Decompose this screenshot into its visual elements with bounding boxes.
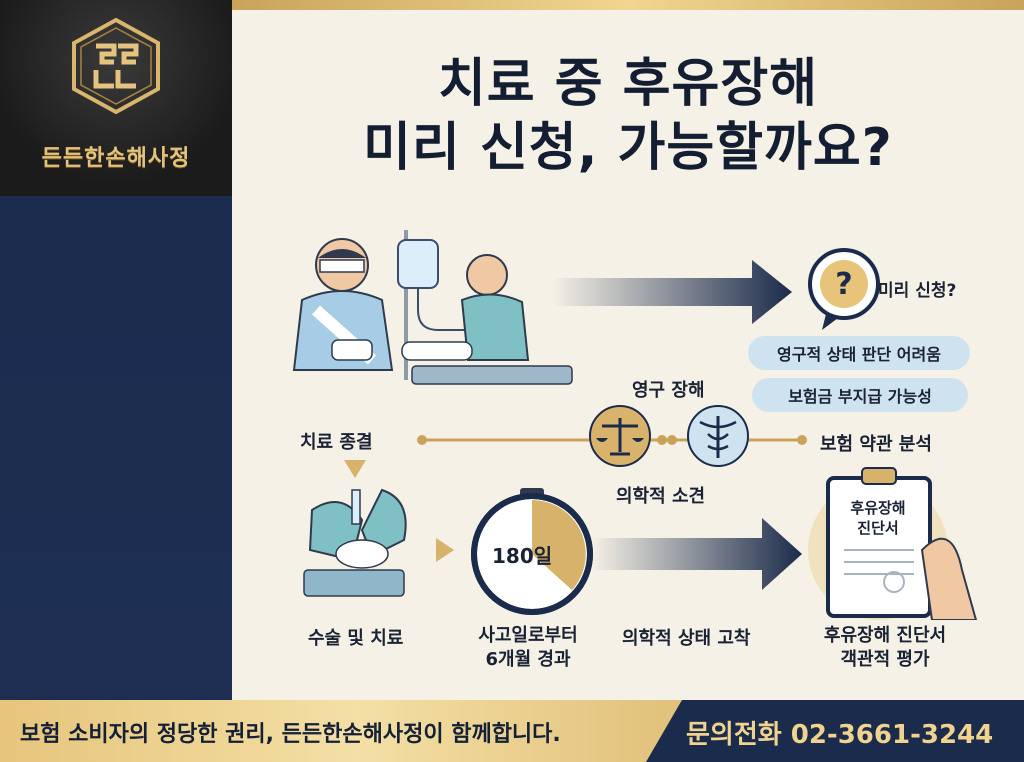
timeline-left-label: 치료 종결 [300,432,373,453]
surgery-illustration [303,488,407,597]
footer-phone-panel [646,700,1024,762]
stopwatch-icon [471,488,593,615]
top-gold-strip [232,0,1024,10]
step-1-label: 수술 및 치료 [308,628,404,649]
top-progress-arrow [552,260,792,324]
brand-logo-icon [72,17,160,115]
question-bubble-icon: ? [808,248,880,330]
footer-phone[interactable]: 문의전화 02-3661-3244 [686,720,994,750]
down-arrow-icon [344,460,366,478]
title-line-1: 치료 중 후유장해 [437,54,819,114]
step-arrow-1-icon [436,538,454,562]
question-label: 미리 신청? [878,281,957,301]
timeline-middle-top-label: 영구 장해 [632,380,705,401]
patient-therapy-illustration [292,230,573,385]
title-line-2: 미리 신청, 가능할까요? [363,118,893,178]
caduceus-medical-icon [687,405,749,467]
logo-block: 든든한손해사정 [0,0,232,196]
step-2-label-line-2: 6개월 경과 [485,649,571,670]
pill-nonpayment-risk: 보험금 부지급 가능성 [752,378,968,412]
diagnosis-clipboard-icon [808,467,978,620]
step-3-label: 의학적 상태 고착 [622,628,751,649]
svg-text:?: ? [835,267,852,302]
clipboard-doc-line-2: 진단서 [857,519,899,537]
timeline-right-label: 보험 약관 분석 [820,434,932,455]
clipboard-doc-title: 후유장해 진단서 [834,498,922,538]
page-title: 치료 중 후유장해 미리 신청, 가능할까요? [232,52,1024,180]
footer-slogan: 보험 소비자의 정당한 권리, 든든한손해사정이 함께합니다. [20,722,561,747]
brand-name: 든든한손해사정 [41,146,191,171]
step-4-label-line-2: 객관적 평가 [840,649,930,670]
step-4-label-line-1: 후유장해 진단서 [823,625,947,646]
scale-of-justice-icon [589,405,651,467]
step-2-label: 사고일로부터 6개월 경과 [458,624,598,672]
infographic-illustration: ? [292,230,978,620]
bottom-progress-arrow [592,518,802,590]
clipboard-doc-line-1: 후유장해 [850,499,906,517]
timeline-middle-bottom-label: 의학적 소견 [616,486,706,507]
step-2-label-line-1: 사고일로부터 [478,625,578,646]
step-4-label: 후유장해 진단서 객관적 평가 [800,624,970,672]
timer-label: 180일 [492,544,553,568]
footer-bar: 보험 소비자의 정당한 권리, 든든한손해사정이 함께합니다. 문의전화 02-… [0,700,1024,762]
pill-permanent-status: 영구적 상태 판단 어려움 [748,336,970,370]
